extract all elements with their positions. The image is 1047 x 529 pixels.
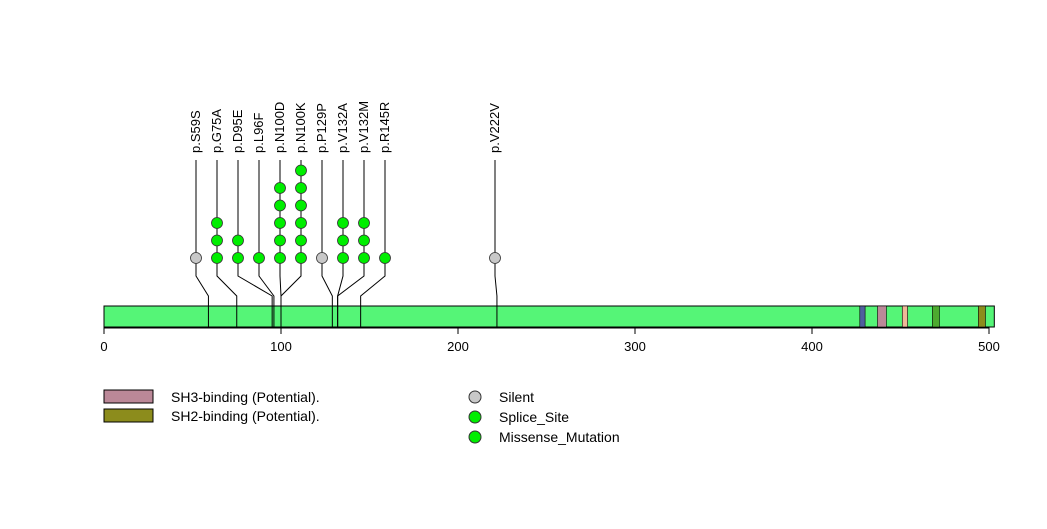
mutation-dot: [337, 234, 349, 247]
legend-mutation-dot: [468, 430, 482, 444]
legend-mutation-label: Silent: [499, 389, 534, 405]
legend: SH3-binding (Potential). SH2-binding (Pot…: [103, 389, 620, 445]
mutation-stem: [258, 160, 275, 306]
mutation-dot: [274, 182, 286, 194]
mutation-dot: [295, 217, 307, 229]
mutation-dot: [295, 164, 307, 177]
x-axis-tick-label: 300: [624, 339, 646, 354]
mutation-dot: [489, 252, 501, 264]
domain-block: [978, 305, 986, 328]
mutation-stem: [279, 160, 282, 306]
mutation-label: p.V222V: [487, 103, 502, 153]
mutation-label: p.N100K: [293, 102, 308, 153]
mutation-dot: [274, 234, 286, 247]
mutation-stems: [195, 160, 498, 306]
x-axis-tick-label: 0: [100, 339, 107, 354]
mutation-label: p.P129P: [314, 103, 329, 153]
mutation-dot: [295, 182, 307, 194]
mutation-stem: [360, 160, 386, 306]
mutation-label: p.N100D: [272, 102, 287, 153]
legend-domain-label: SH3-binding (Potential).: [171, 389, 320, 405]
mutation-dot: [337, 252, 349, 264]
legend-mutation-label: Splice_Site: [499, 409, 569, 425]
legend-mutation-label: Missense_Mutation: [499, 429, 620, 445]
mutation-dot: [295, 234, 307, 247]
mutation-label: p.V132A: [335, 103, 350, 153]
mutation-dot: [211, 252, 223, 264]
domain-block: [859, 305, 866, 328]
legend-mutation-dot: [468, 390, 482, 404]
mutation-stem: [337, 160, 344, 306]
domain-block: [877, 305, 887, 328]
mutation-label: p.R145R: [377, 102, 392, 153]
mutation-dot: [337, 217, 349, 229]
backbone-position-lines: [207, 306, 498, 327]
x-axis-tick-label: 200: [447, 339, 469, 354]
legend-domain-label: SH2-binding (Potential).: [171, 408, 320, 424]
mutation-dot: [211, 234, 223, 247]
legend-domain-swatch: [103, 408, 154, 423]
mutation-dot: [232, 252, 244, 264]
mutation-dots: [190, 164, 501, 264]
domain-block: [901, 305, 908, 328]
mutation-labels: p.S59S p.G75A p.D95E p.L96F p.N100D p.N100K p.…: [188, 101, 502, 153]
mutation-dot: [253, 252, 265, 264]
mutation-dot: [295, 199, 307, 212]
x-axis-tick-label: 100: [270, 339, 292, 354]
mutation-stem: [337, 160, 365, 306]
x-axis-tick-label: 500: [978, 339, 1000, 354]
protein-backbone: [103, 305, 995, 328]
mutation-dot: [274, 199, 286, 212]
x-axis-tick-label: 400: [801, 339, 823, 354]
mutation-dot: [295, 252, 307, 264]
mutation-label: p.D95E: [230, 109, 245, 153]
legend-domain-swatch: [103, 389, 154, 404]
x-axis: 0 100 200 300 400 500: [100, 327, 1000, 354]
mutation-dot: [190, 252, 202, 264]
mutation-stem: [216, 160, 238, 306]
mutation-dot: [358, 234, 370, 247]
mutation-label: p.G75A: [209, 109, 224, 153]
mutation-dot: [211, 217, 223, 229]
mutation-stem: [494, 160, 498, 306]
domain-block: [932, 305, 940, 328]
mutation-dot: [232, 234, 244, 247]
mutation-label: p.S59S: [188, 110, 203, 153]
mutation-stem: [280, 160, 302, 306]
mutation-stem: [237, 160, 273, 306]
mutation-stem: [321, 160, 333, 306]
mutation-dot: [358, 252, 370, 264]
mutation-dot: [379, 252, 391, 264]
mutation-dot: [316, 252, 328, 264]
mutation-label: p.L96F: [251, 112, 266, 153]
mutation-stem: [195, 160, 209, 306]
mutation-dot: [274, 252, 286, 264]
mutation-dot: [358, 217, 370, 229]
mutation-label: p.V132M: [356, 101, 371, 153]
legend-mutation-dot: [468, 410, 482, 424]
protein-domains: [859, 305, 986, 328]
mutation-dot: [274, 217, 286, 229]
